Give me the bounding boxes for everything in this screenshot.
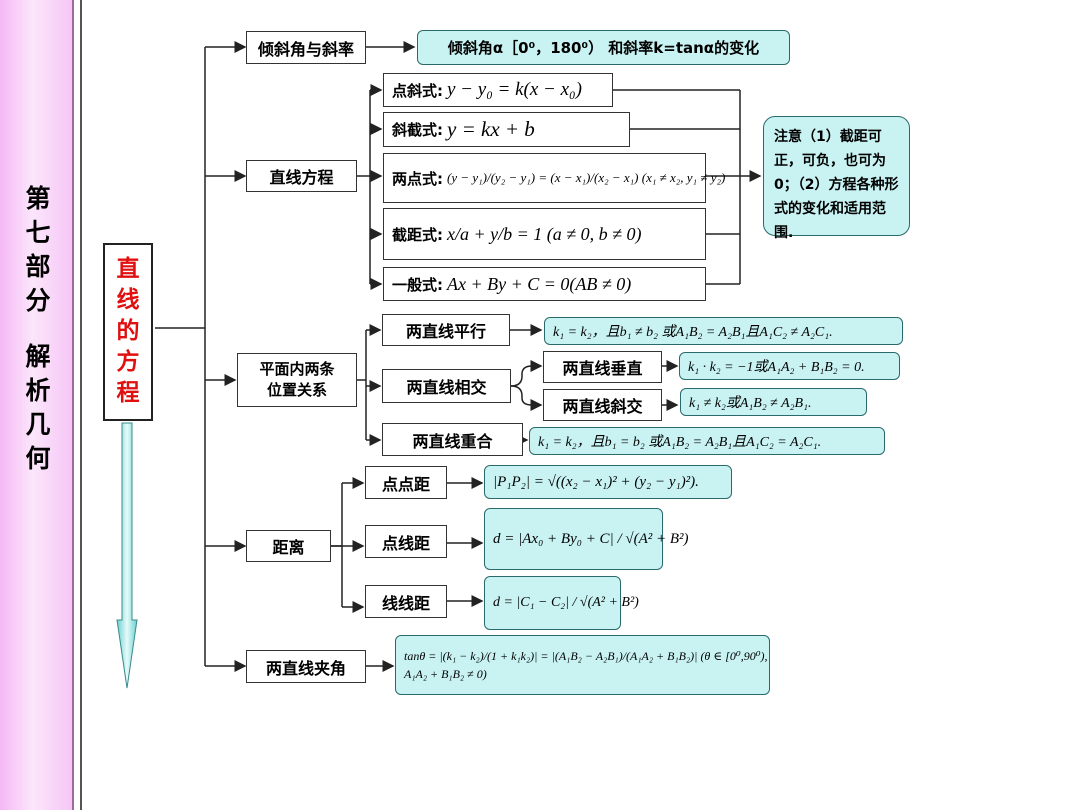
down-arrow (116, 422, 138, 689)
perpendicular-node: 两直线垂直 (543, 351, 662, 383)
form-slope-intercept: 斜截式:y = kx + b (383, 112, 630, 147)
line-line-node: 线线距 (365, 585, 447, 618)
incline-desc: 倾斜角α［0⁰，180⁰） 和斜率k=tanα的变化 (417, 30, 790, 65)
line-eq-node: 直线方程 (246, 160, 357, 192)
oblique-node: 两直线斜交 (543, 389, 662, 421)
parallel-node: 两直线平行 (382, 314, 510, 346)
coincide-node: 两直线重合 (382, 423, 523, 456)
perpendicular-cond: k₁ · k₂ = −1或A₁A₂ + B₁B₂ = 0. (679, 352, 900, 380)
oblique-cond: k₁ ≠ k₂或A₁B₂ ≠ A₂B₁. (680, 388, 867, 416)
intersect-node: 两直线相交 (382, 369, 511, 403)
line-line-formula: d = |C₁ − C₂| / √(A² + B²) (484, 576, 639, 630)
form-two-point: 两点式:(y − y₁)/(y₂ − y₁) = (x − x₁)/(x₂ − … (383, 153, 725, 203)
incline-node: 倾斜角与斜率 (246, 31, 366, 64)
side-panel (0, 0, 74, 810)
form-point-slope: 点斜式:y − y₀ = k(x − x₀) (383, 73, 613, 107)
side-divider (80, 0, 82, 810)
form-intercept: 截距式:x/a + y/b = 1 (a ≠ 0, b ≠ 0) (383, 208, 706, 260)
angle-node: 两直线夹角 (246, 650, 366, 683)
point-point-formula: |P₁P₂| = √((x₂ − x₁)² + (y₂ − y₁)²). (484, 465, 732, 499)
point-point-node: 点点距 (365, 466, 447, 499)
point-line-formula: d = |Ax₀ + By₀ + C| / √(A² + B²) (484, 508, 689, 570)
note-box: 注意（1）截距可正，可负，也可为0；（2）方程各种形式的变化和适用范围. (763, 116, 910, 241)
angle-formula: tanθ = |(k₁ − k₂)/(1 + k₁k₂)| = |(A₁B₂ −… (395, 635, 770, 695)
coincide-cond: k₁ = k₂，且b₁ = b₂ 或A₁B₂ = A₂B₁且A₁C₂ = A₂C… (529, 427, 885, 455)
two-lines-node: 平面内两条 位置关系 (237, 353, 357, 407)
chapter-title: 第 七 部 分 解 析 几 何 (25, 184, 51, 473)
point-line-node: 点线距 (365, 525, 447, 558)
distance-node: 距离 (246, 530, 331, 562)
parallel-cond: k₁ = k₂，且b₁ ≠ b₂ 或A₁B₂ = A₂B₁且A₁C₂ ≠ A₂C… (544, 317, 903, 345)
form-general: 一般式:Ax + By + C = 0(AB ≠ 0) (383, 267, 706, 301)
main-title: 直 线 的 方 程 (103, 243, 153, 421)
